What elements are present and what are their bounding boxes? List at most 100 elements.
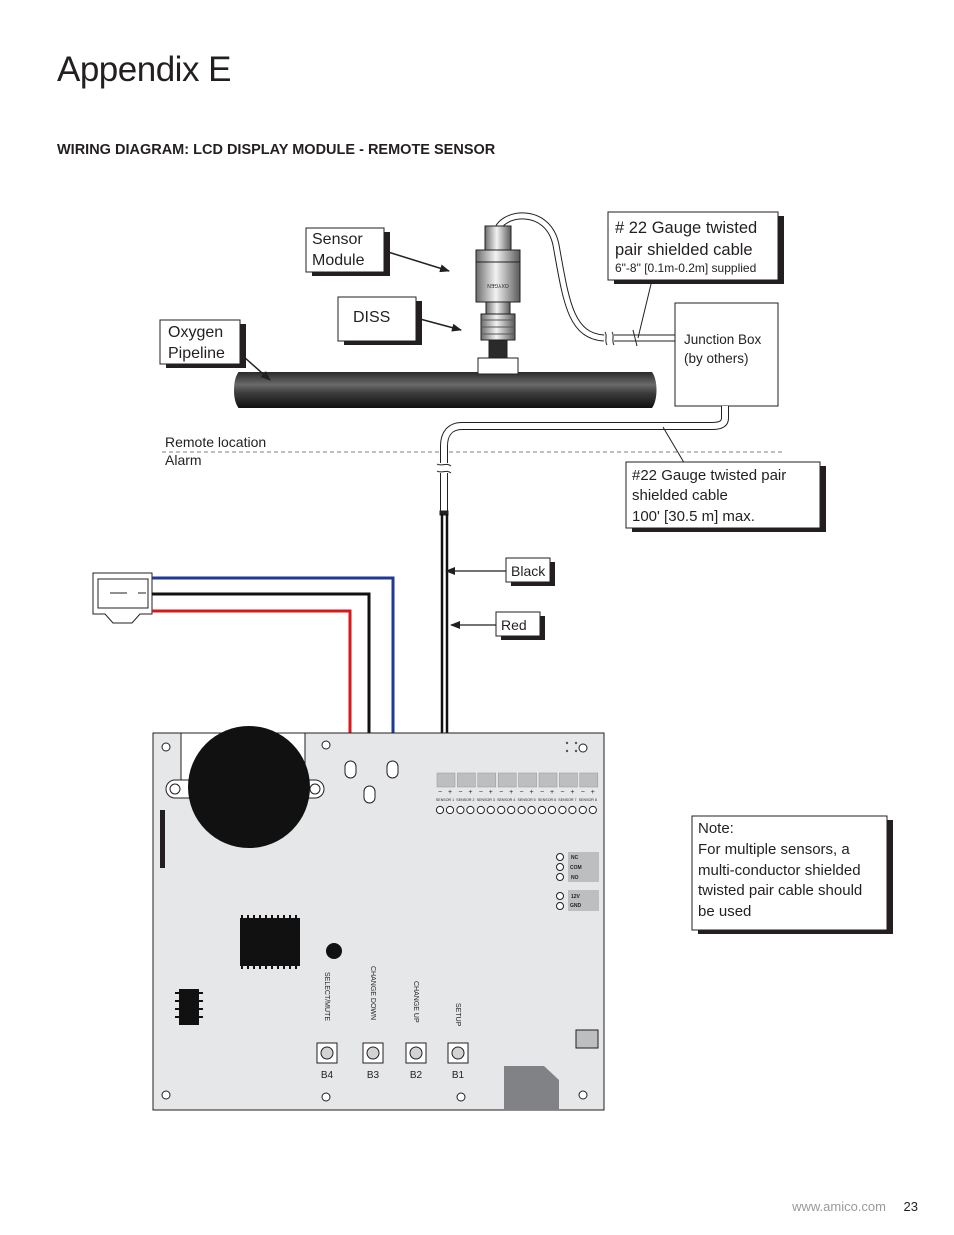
page-number: 23 xyxy=(903,1199,918,1214)
note-line-2: multi-conductor shielded xyxy=(698,862,861,879)
terminal-polarity-label: + xyxy=(550,789,554,796)
terminal-screw[interactable] xyxy=(497,805,506,815)
black-wire-label: Black xyxy=(511,563,546,579)
terminal-screw[interactable] xyxy=(517,805,526,815)
sensor-terminal-label: SENSOR 5 xyxy=(518,798,536,802)
board-button-b1[interactable]: B1 SETUP xyxy=(447,1003,469,1081)
oxygen-sensor: OXYGEN xyxy=(475,225,521,375)
button-function-label: SELECT/MUTE xyxy=(323,972,330,1021)
button-id-label: B1 xyxy=(452,1070,465,1081)
note-title: Note: xyxy=(698,820,734,837)
terminal-screw[interactable] xyxy=(537,805,547,815)
junction-box: Junction Box (by others) xyxy=(674,302,779,407)
terminal-screw[interactable] xyxy=(476,805,485,815)
relay-wires xyxy=(152,576,395,790)
oxygen-pipeline-label-line1: Oxygen xyxy=(168,324,223,341)
page-title: Appendix E xyxy=(57,50,232,89)
long-cable-label-line2: shielded cable xyxy=(632,487,728,504)
short-cable-label-line2: pair shielded cable xyxy=(615,241,753,259)
long-cable-callout: #22 Gauge twisted pair shielded cable 10… xyxy=(625,461,826,532)
terminal-polarity-label: − xyxy=(540,789,544,796)
power-12v-label: 12V xyxy=(571,894,581,900)
short-cable-callout: # 22 Gauge twisted pair shielded cable 6… xyxy=(607,211,784,339)
sensor-terminal-label: SENSOR 3 xyxy=(477,798,495,802)
red-wire-callout: Red xyxy=(450,611,545,640)
relay-nc-label: NC xyxy=(571,855,579,861)
terminal-screw[interactable] xyxy=(568,805,577,815)
diss-callout: DISS xyxy=(337,296,462,345)
footer-url[interactable]: www.amico.com xyxy=(792,1199,886,1214)
terminal-screw[interactable] xyxy=(527,805,536,815)
button-id-label: B4 xyxy=(321,1070,334,1081)
sensor-module-label-line1: Sensor xyxy=(312,231,363,248)
terminal-screw[interactable] xyxy=(507,805,516,815)
terminal-polarity-label: − xyxy=(479,789,483,796)
relay-connector xyxy=(92,572,153,624)
terminal-polarity-label: − xyxy=(438,789,442,796)
relay-wire-pads xyxy=(344,760,399,804)
sensor-module-label-line2: Module xyxy=(312,252,365,269)
sensor-terminal-label: SENSOR 2 xyxy=(456,798,474,802)
terminal-polarity-label: − xyxy=(581,789,585,796)
black-wire xyxy=(152,592,371,790)
relay-no-label: NO xyxy=(571,875,579,881)
sensor-marking: OXYGEN xyxy=(487,282,509,288)
button-function-label: SETUP xyxy=(454,1003,461,1027)
blue-wire xyxy=(152,576,395,765)
terminal-polarity-label: + xyxy=(570,789,574,796)
relay-com-label: COM xyxy=(570,865,582,871)
terminal-screw[interactable] xyxy=(547,805,557,815)
long-cable-label-line1: #22 Gauge twisted pair xyxy=(632,467,786,484)
terminal-screw[interactable] xyxy=(588,805,597,815)
note-line-3: twisted pair cable should xyxy=(698,882,862,899)
terminal-screw[interactable] xyxy=(558,805,567,815)
power-terminals: 12V GND xyxy=(556,890,599,911)
board-button-b4[interactable]: B4 SELECT/MUTE xyxy=(316,972,338,1081)
remote-location-label: Remote location xyxy=(165,434,266,450)
sensor-cable xyxy=(493,212,675,347)
button-function-label: CHANGE DOWN xyxy=(369,966,376,1020)
button-function-label: CHANGE UP xyxy=(412,981,419,1023)
junction-box-label-line2: (by others) xyxy=(684,351,749,366)
oxygen-pipeline xyxy=(233,371,657,409)
terminal-polarity-label: − xyxy=(520,789,524,796)
button-id-label: B3 xyxy=(367,1070,380,1081)
junction-box-label-line1: Junction Box xyxy=(684,332,762,347)
long-cable-length: 100' [30.5 m] max. xyxy=(632,508,755,525)
red-wire-label: Red xyxy=(501,617,527,633)
diss-label: DISS xyxy=(353,309,390,326)
black-wire-callout: Black xyxy=(445,557,555,586)
oxygen-pipeline-callout: Oxygen Pipeline xyxy=(159,319,271,381)
remote-alarm-label: Alarm xyxy=(165,452,202,468)
terminal-screw[interactable] xyxy=(445,805,455,815)
terminal-polarity-label: + xyxy=(509,789,513,796)
terminal-screw[interactable] xyxy=(466,805,475,815)
terminal-screw[interactable] xyxy=(578,805,587,815)
sensor-terminal-block: −+SENSOR 1−+SENSOR 2−+SENSOR 3−+SENSOR 4… xyxy=(435,772,599,815)
oxygen-pipeline-label-line2: Pipeline xyxy=(168,345,225,362)
terminal-screw[interactable] xyxy=(456,805,465,815)
terminal-polarity-label: − xyxy=(560,789,564,796)
terminal-polarity-label: + xyxy=(489,789,493,796)
terminal-polarity-label: − xyxy=(458,789,462,796)
terminal-polarity-label: + xyxy=(468,789,472,796)
note-line-1: For multiple sensors, a xyxy=(698,841,850,858)
terminal-screw[interactable] xyxy=(435,805,445,815)
relay-terminals: NC COM NO xyxy=(556,852,599,882)
short-cable-length: 6"-8" [0.1m-0.2m] supplied xyxy=(615,261,756,275)
red-wire xyxy=(152,609,352,765)
sensor-terminal-label: SENSOR 4 xyxy=(497,798,515,802)
terminal-polarity-label: − xyxy=(499,789,503,796)
terminal-polarity-label: + xyxy=(530,789,534,796)
sensor-module-callout: Sensor Module xyxy=(305,227,450,276)
board-button-b3[interactable]: B3 CHANGE DOWN xyxy=(362,966,384,1081)
short-cable-label-line1: # 22 Gauge twisted xyxy=(615,219,757,237)
section-heading: WIRING DIAGRAM: LCD DISPLAY MODULE - REM… xyxy=(57,142,496,158)
remote-location-boundary: Remote location Alarm xyxy=(162,434,785,468)
sensor-terminal-label: SENSOR 8 xyxy=(579,798,597,802)
terminal-screw[interactable] xyxy=(486,805,495,815)
note-line-4: be used xyxy=(698,903,751,920)
